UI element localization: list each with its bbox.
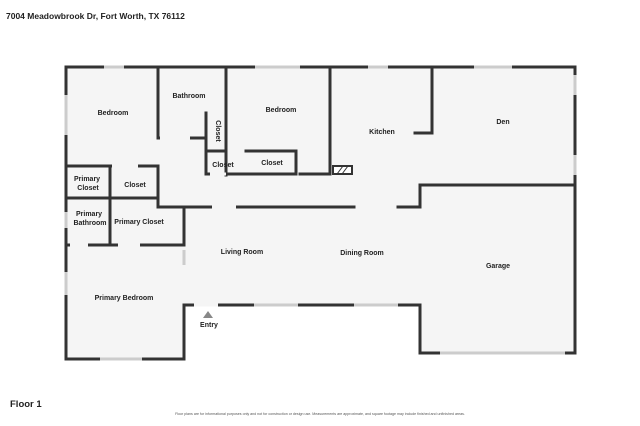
openings <box>70 136 236 307</box>
room-label-closet-hall-2: Closet <box>261 160 283 167</box>
room-label-living-room: Living Room <box>221 249 263 256</box>
room-label-dining-room: Dining Room <box>340 250 384 257</box>
windows <box>64 65 577 361</box>
room-label-closet-hall-1: Closet <box>212 162 234 169</box>
room-label-closet-vertical: Closet <box>214 120 221 142</box>
room-label-primary-bathroom: Primary Bathroom <box>73 211 106 227</box>
room-label-primary-bathroom-line1: Primary <box>76 211 102 218</box>
room-label-bedroom-1: Bedroom <box>98 110 129 117</box>
room-label-primary-closet-1: Primary Closet <box>74 176 102 192</box>
disclaimer-text: Floor plans are for informational purpos… <box>175 412 465 416</box>
room-label-primary-closet-1-line1: Primary <box>74 176 100 183</box>
room-label-garage: Garage <box>486 263 510 270</box>
room-label-bathroom: Bathroom <box>172 93 205 100</box>
kitchen-fixture <box>332 165 353 175</box>
room-label-kitchen: Kitchen <box>369 129 395 136</box>
room-label-closet-bedroom: Closet <box>124 182 146 189</box>
property-address: 7004 Meadowbrook Dr, Fort Worth, TX 7611… <box>6 11 185 21</box>
room-label-bedroom-2: Bedroom <box>266 107 297 114</box>
room-label-entry: Entry <box>200 322 218 329</box>
room-label-primary-closet-1-line2: Closet <box>77 185 99 192</box>
floor-fill <box>66 67 575 359</box>
entry-arrow-icon <box>203 311 213 318</box>
room-label-primary-bedroom: Primary Bedroom <box>95 295 154 302</box>
room-label-primary-bathroom-line2: Bathroom <box>73 220 106 227</box>
floor-label: Floor 1 <box>10 399 42 410</box>
room-label-den: Den <box>496 119 509 126</box>
room-label-primary-closet-2: Primary Closet <box>114 219 164 226</box>
